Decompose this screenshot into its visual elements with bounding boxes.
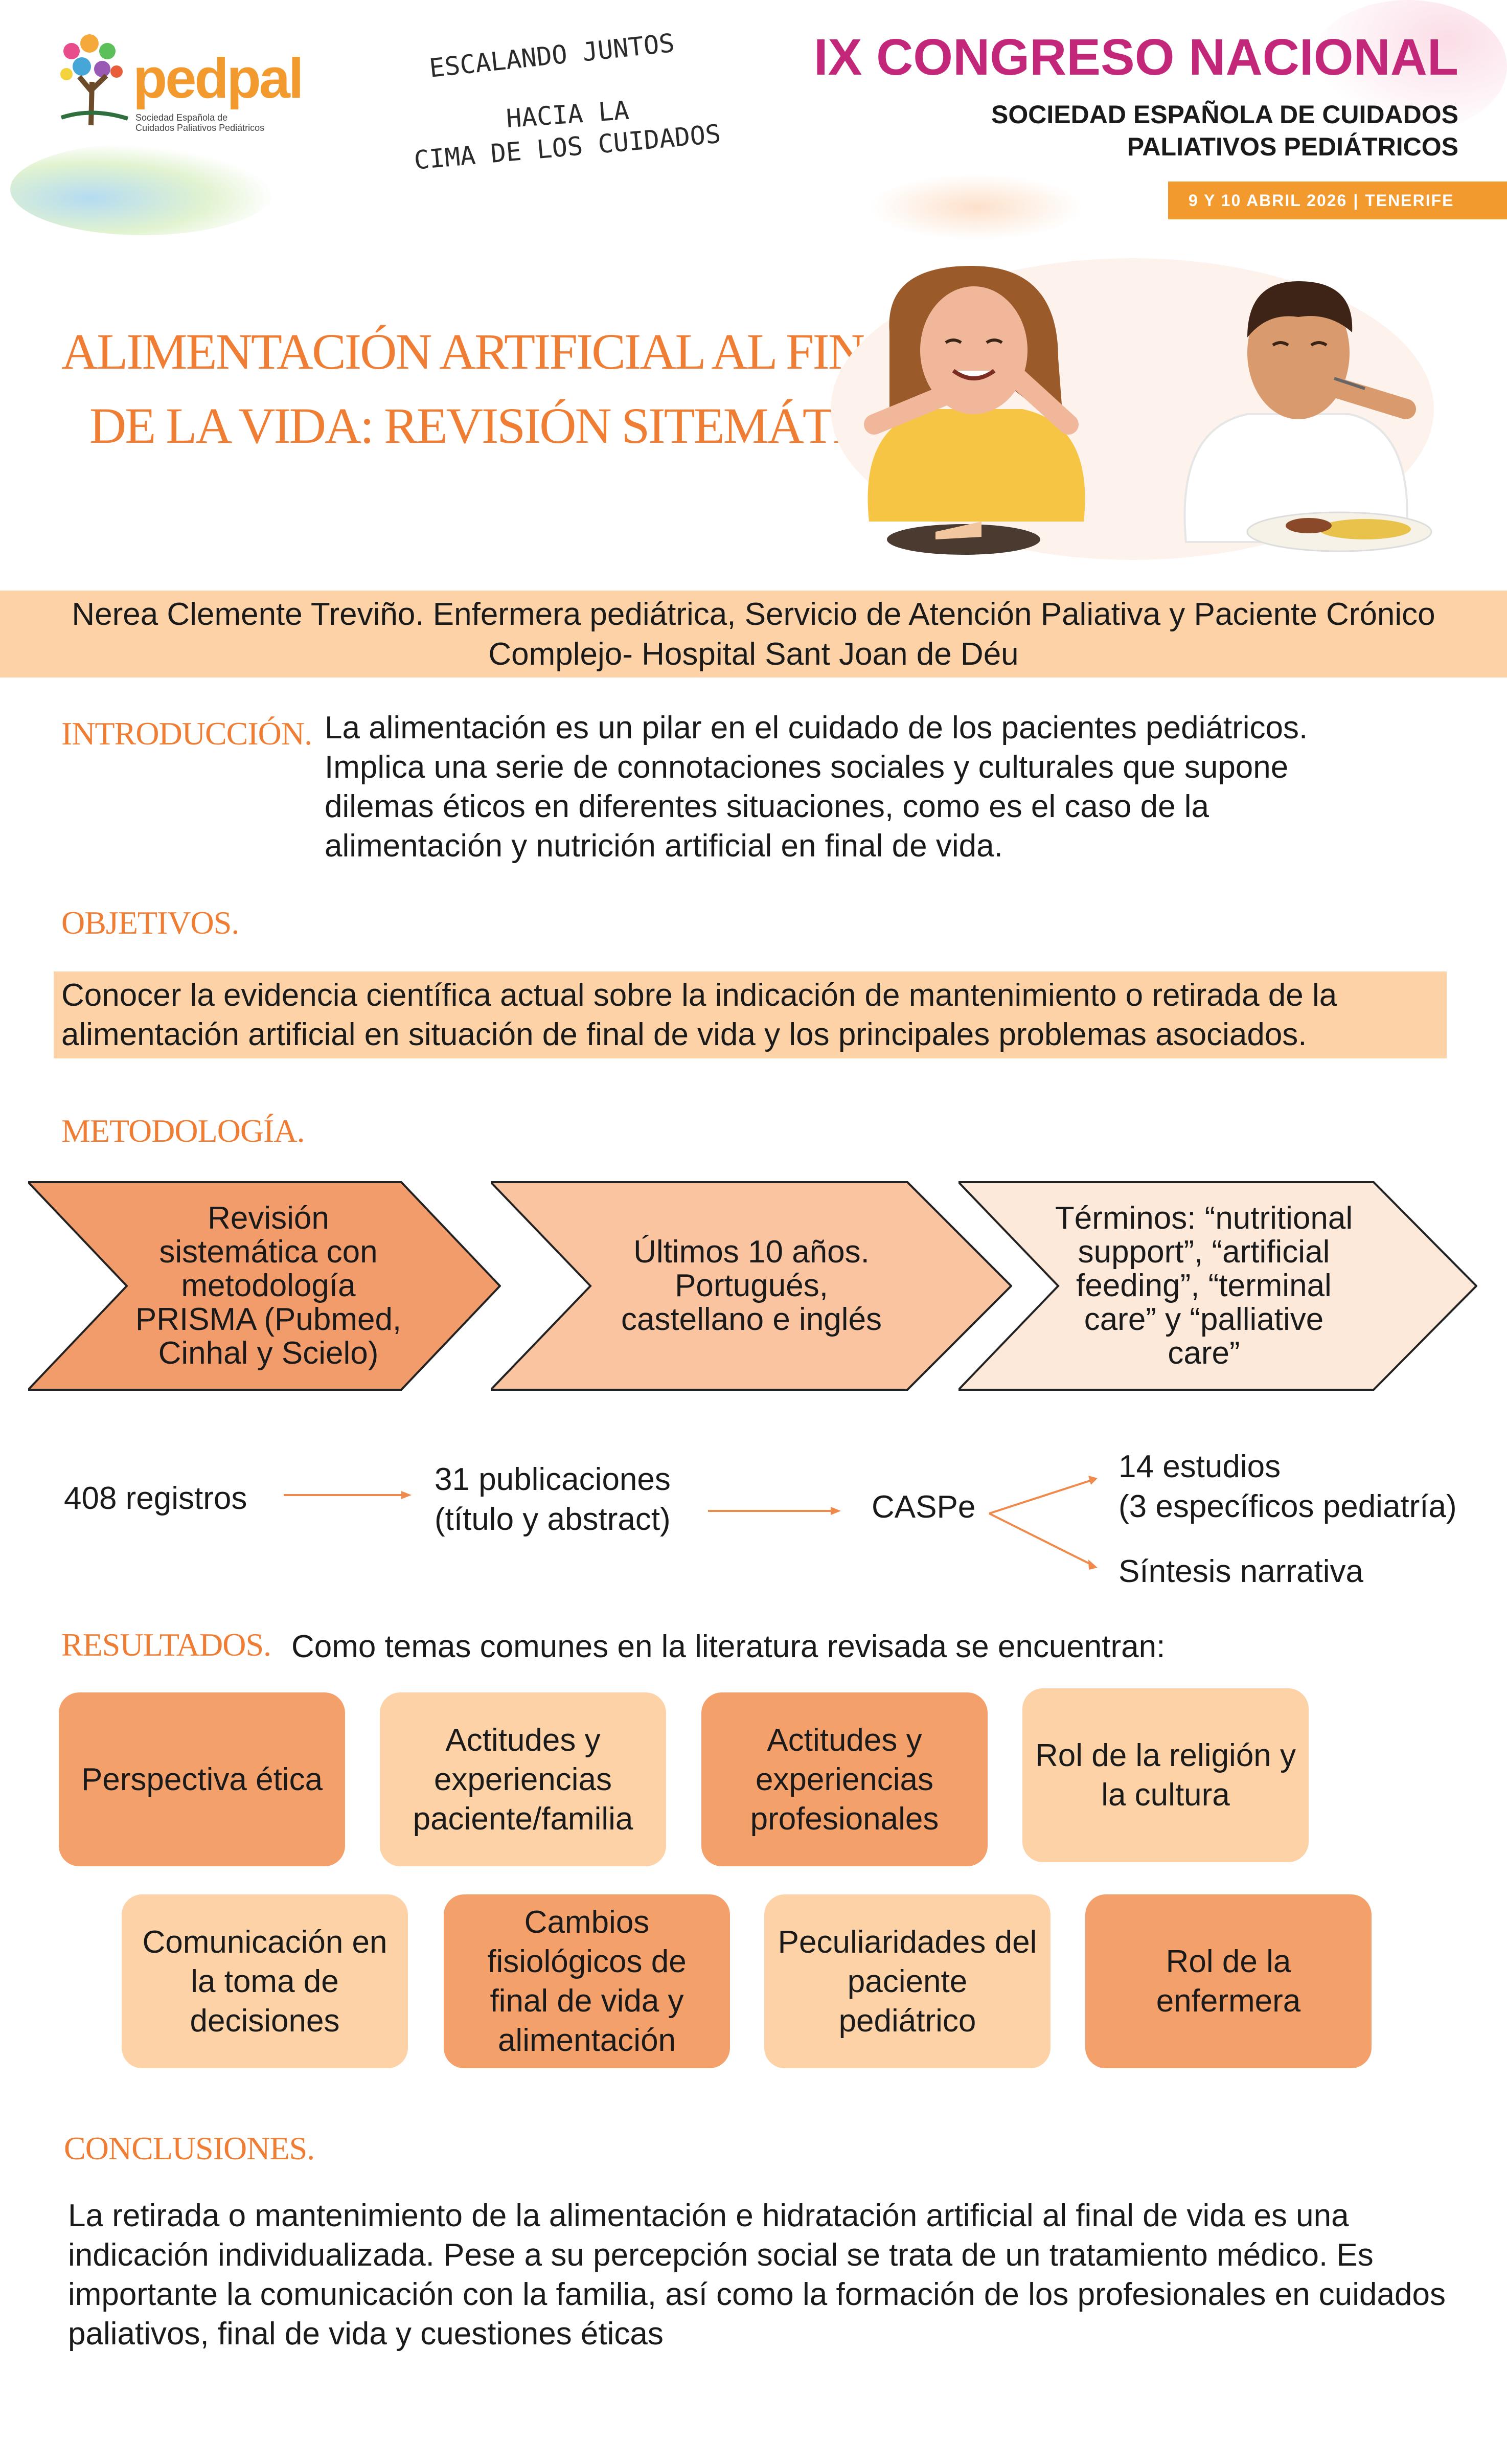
resultados-intro: Como temas comunes en la literatura revi…	[291, 1629, 1166, 1664]
society-line-1: SOCIEDAD ESPAÑOLA DE CUIDADOS	[991, 100, 1458, 129]
objetivos-text: Conocer la evidencia científica actual s…	[61, 978, 1337, 1052]
pedpal-logo: pedpal Sociedad Española de Cuidados Pal…	[51, 31, 304, 143]
introduccion-text: La alimentación es un pilar en el cuidad…	[325, 710, 1308, 864]
slogan-line-1: ESCALANDO JUNTOS	[427, 28, 676, 83]
chevron-2-text: Últimos 10 años. Portugués, castellano e…	[621, 1234, 882, 1337]
chevron-3: Términos: “nutritional support”, “artifi…	[958, 1181, 1477, 1391]
date-text: 9 Y 10 ABRIL 2026	[1189, 191, 1348, 210]
theme-box: Rol de la enfermera	[1085, 1894, 1372, 2068]
congress-title: IX CONGRESO NACIONAL	[813, 29, 1458, 86]
flow-output-sintesis: Síntesis narrativa	[1118, 1554, 1363, 1589]
flow-step-publicaciones: 31 publicaciones (título y abstract)	[435, 1460, 671, 1540]
flow-arrow-1	[284, 1490, 412, 1500]
flow-output-estudios-line-1: 14 estudios	[1118, 1449, 1281, 1484]
theme-box: Actitudes y experiencias profesionales	[701, 1692, 988, 1866]
logo-caption: Sociedad Española de Cuidados Paliativos…	[135, 112, 265, 133]
society-line-2: PALIATIVOS PEDIÁTRICOS	[1127, 132, 1458, 161]
poster-title-line-2: DE LA VIDA: REVISIÓN SITEMÁTICA	[89, 397, 917, 454]
watercolor-center-decoration	[869, 174, 1084, 240]
author-line-1: Nerea Clemente Treviño. Enfermera pediát…	[72, 597, 1435, 632]
chevron-1: Revisión sistemática con metodología PRI…	[28, 1181, 501, 1391]
chevron-1-text: Revisión sistemática con metodología PRI…	[135, 1201, 402, 1371]
flow-step-caspe: CASPe	[872, 1489, 976, 1525]
watercolor-left-decoration	[10, 143, 276, 235]
date-separator: |	[1353, 191, 1359, 210]
objetivos-heading: OBJETIVOS.	[61, 905, 239, 941]
flow-arrow-2	[708, 1506, 841, 1516]
introduccion-heading: INTRODUCCIÓN.	[61, 715, 312, 752]
conclusiones-heading: CONCLUSIONES.	[64, 2130, 315, 2166]
flow-step-registros: 408 registros	[64, 1481, 247, 1516]
conclusiones-text: La retirada o mantenimiento de la alimen…	[68, 2198, 1446, 2352]
flow-output-estudios: 14 estudios (3 específicos pediatría)	[1118, 1447, 1457, 1527]
theme-box: Peculiaridades del paciente pediátrico	[764, 1894, 1051, 2068]
theme-box: Perspectiva ética	[59, 1692, 345, 1866]
poster-title-line-1: ALIMENTACIÓN ARTIFICIAL AL FINAL	[61, 323, 930, 380]
metodologia-heading: METODOLOGÍA.	[61, 1113, 305, 1149]
theme-box: Actitudes y experiencias paciente/famili…	[380, 1692, 666, 1866]
flow-step-publicaciones-line-2: (título y abstract)	[435, 1502, 671, 1537]
author-band: Nerea Clemente Treviño. Enfermera pediát…	[0, 591, 1507, 677]
resultados-heading: RESULTADOS.	[61, 1626, 271, 1663]
theme-box: Cambios fisiológicos de final de vida y …	[444, 1894, 730, 2068]
theme-box: Comunicación en la toma de decisiones	[122, 1894, 408, 2068]
watercolor-right-decoration	[1309, 0, 1507, 133]
flow-output-estudios-line-2: (3 específicos pediatría)	[1118, 1489, 1457, 1524]
date-banner: 9 Y 10 ABRIL 2026 | TENERIFE	[1168, 182, 1507, 219]
chevron-2: Últimos 10 años. Portugués, castellano e…	[491, 1181, 1012, 1391]
header: pedpal Sociedad Española de Cuidados Pal…	[0, 0, 1507, 240]
place-text: TENERIFE	[1365, 191, 1454, 210]
logo-text: pedpal	[133, 47, 304, 110]
flow-branch-arrows	[989, 1476, 1098, 1570]
chevron-3-text: Términos: “nutritional support”, “artifi…	[1055, 1201, 1353, 1371]
flow-step-publicaciones-line-1: 31 publicaciones	[435, 1462, 671, 1497]
theme-box: Rol de la religión y la cultura	[1022, 1688, 1309, 1862]
slogan: ESCALANDO JUNTOS HACIA LA CIMA DE LOS CU…	[404, 28, 762, 197]
people-eating-illustration	[831, 258, 1434, 560]
tree-logo-icon	[60, 34, 129, 126]
objetivos-box: Conocer la evidencia científica actual s…	[54, 971, 1447, 1058]
author-line-2: Complejo- Hospital Sant Joan de Déu	[488, 637, 1019, 672]
